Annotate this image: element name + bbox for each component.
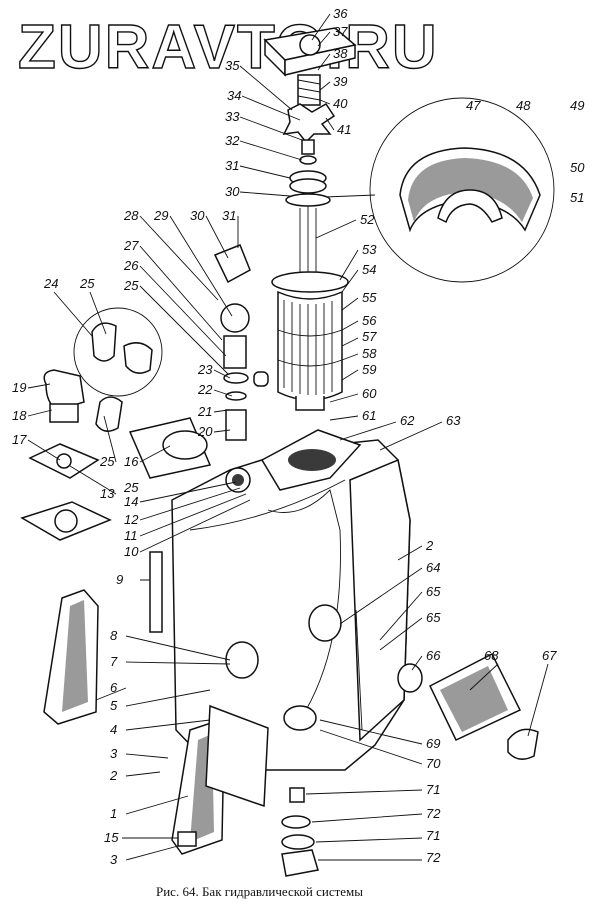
mounting-bracket [43, 551, 269, 855]
inlet-fittings [20, 244, 269, 541]
callout-17: 17 [12, 432, 27, 447]
callout-52: 54 [362, 262, 376, 277]
callout-1: 1 [110, 806, 117, 821]
callout-47: 49 [570, 98, 584, 113]
callout-24: 24 [43, 276, 58, 291]
filter-cartridge [271, 271, 349, 411]
callout-66: 68 [484, 648, 499, 663]
callout-36: 33 [225, 109, 240, 124]
callout-10: 10 [124, 544, 139, 559]
callout-18: 18 [12, 408, 27, 423]
callout-21: 21 [197, 404, 212, 419]
callout-13: 13 [100, 486, 115, 501]
callout-25b: 25 [99, 454, 115, 469]
callout-3b: 3 [110, 852, 118, 867]
callout-27: 26 [123, 258, 139, 273]
callout-39: 36 [333, 6, 348, 21]
callout-71: 71 [426, 828, 440, 843]
callout-49: 51 [570, 190, 584, 205]
callout-26: 25 [123, 278, 139, 293]
callout-72: 72 [426, 850, 441, 865]
callout-2: 2 [109, 768, 118, 783]
callout-53: 55 [362, 290, 377, 305]
callout-51: 53 [362, 242, 377, 257]
callout-50: 52 [360, 212, 375, 227]
callout-25: 25 [79, 276, 95, 291]
callout-32: 31 [222, 208, 236, 223]
callout-9: 9 [116, 572, 123, 587]
callout-7: 7 [110, 654, 118, 669]
callout-40: 37 [333, 24, 348, 39]
callout-55: 57 [362, 329, 377, 344]
callout-5: 5 [110, 698, 118, 713]
callout-70: 72 [426, 806, 441, 821]
callout-54: 56 [362, 313, 377, 328]
callout-45: 47 [466, 98, 481, 113]
callout-8: 8 [110, 628, 118, 643]
callout-4: 4 [110, 722, 117, 737]
callout-11: 11 [124, 528, 138, 543]
callout-64: 65 [426, 610, 441, 625]
callout-33: 30 [225, 184, 240, 199]
callout-2b: 2 [425, 538, 434, 553]
callout-3: 3 [110, 746, 118, 761]
tank-body [171, 429, 411, 771]
callout-42: 39 [333, 74, 347, 89]
callout-12: 12 [124, 512, 139, 527]
callout-41: 38 [333, 46, 348, 61]
callout-numbers: 36 37 38 39 40 41 35 34 33 32 31 30 47 4… [12, 6, 585, 867]
callout-30: 29 [153, 208, 168, 223]
callout-28: 27 [123, 238, 139, 253]
callout-61: 63 [446, 413, 461, 428]
callout-34: 31 [225, 158, 239, 173]
callout-67: 69 [426, 736, 440, 751]
callout-44: 41 [337, 122, 351, 137]
callout-25c: 25 [123, 480, 139, 495]
callout-15: 15 [104, 830, 119, 845]
drain-plug-stack [281, 787, 319, 877]
callout-65: 66 [426, 648, 441, 663]
callout-29: 28 [123, 208, 139, 223]
callout-57: 59 [362, 362, 376, 377]
callout-23: 23 [197, 362, 213, 377]
callout-22: 22 [197, 382, 213, 397]
callout-43: 40 [333, 96, 348, 111]
clamp-detail-circle [73, 307, 163, 397]
callout-37: 34 [227, 88, 241, 103]
callout-59: 61 [362, 408, 376, 423]
callout-69: 71 [426, 782, 440, 797]
figure-caption: Рис. 64. Бак гидравлической системы [156, 884, 363, 899]
callout-38: 35 [225, 58, 240, 73]
callout-48: 50 [570, 160, 585, 175]
gasket-detail-circle [299, 97, 555, 283]
callout-14: 14 [124, 494, 138, 509]
callout-60: 62 [400, 413, 415, 428]
leader-lines [27, 13, 549, 861]
callout-65b: 67 [542, 648, 557, 663]
callout-31: 30 [190, 208, 205, 223]
callout-62: 64 [426, 560, 440, 575]
breather-cap-assembly [263, 27, 357, 272]
callout-56: 58 [362, 346, 377, 361]
callout-35: 32 [225, 133, 240, 148]
callout-6: 6 [110, 680, 118, 695]
callout-46: 48 [516, 98, 531, 113]
callout-63: 65 [426, 584, 441, 599]
callout-68: 70 [426, 756, 441, 771]
callout-16: 16 [124, 454, 139, 469]
return-hose [397, 652, 539, 760]
callout-20: 20 [197, 424, 213, 439]
watermark: ZURAVTO.RU [18, 13, 439, 82]
callout-19: 19 [12, 380, 26, 395]
callout-58: 60 [362, 386, 377, 401]
